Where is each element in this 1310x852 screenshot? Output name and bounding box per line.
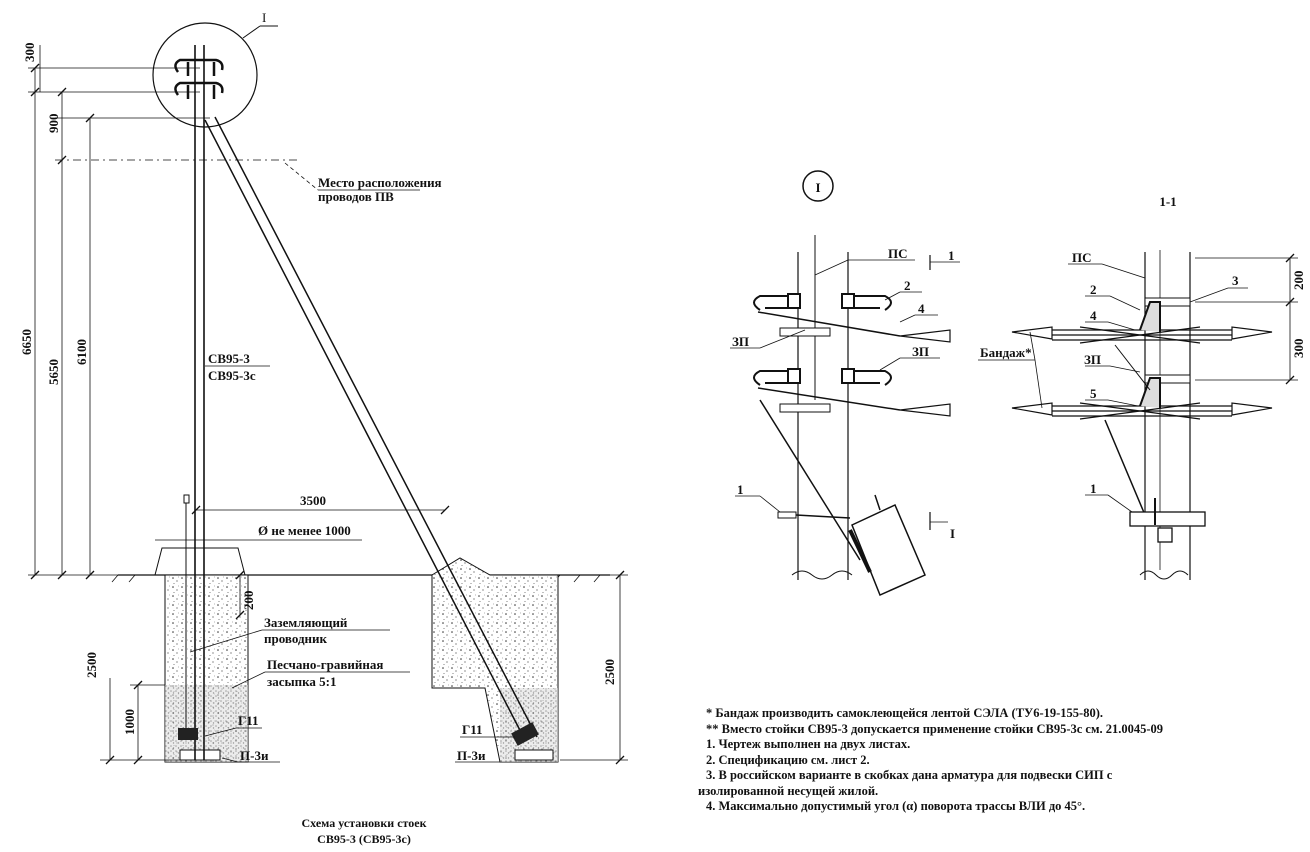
detail-n1: 1 [737,482,744,497]
section-dim-300: 300 [1291,339,1306,359]
dim-5650: 5650 [46,359,61,385]
note-alternative-pole: ** Вместо стойки СВ95-3 допускается прим… [706,721,1164,736]
installation-scheme: I [19,10,628,846]
section-dimension-lines [1195,257,1298,381]
ground-conductor-line2: проводник [264,631,328,646]
upper-wire-bundle [1011,301,1273,344]
caption-line1: Схема установки стоек [301,816,426,830]
dimension-ticks [30,63,625,765]
section-1-1: 1-1 [978,194,1306,580]
pole-label-line1: СВ95-3 [208,351,250,366]
g11-right: Г11 [462,722,483,737]
p3i-left: П-3и [240,748,269,763]
detail-zp-right: ЗП [912,344,929,359]
diameter-label: Ø не менее 1000 [258,523,351,538]
detail-ps: ПС [888,246,908,261]
node-callout-label: I [262,10,266,25]
detail-title: I [815,180,820,195]
note-4: 4. Максимально допустимый угол (α) повор… [706,799,1086,813]
note-2: 2. Спецификацию см. лист 2. [706,752,870,767]
upper-bracket [753,293,951,343]
wire-location-line1: Место расположения [318,175,442,190]
left-mound [154,547,246,576]
right-base-plate [514,749,554,761]
dim-2500-left: 2500 [84,652,99,678]
dim-2500-right: 2500 [602,659,617,685]
detail-node-I: I [730,170,960,597]
detail-n4: 4 [918,301,925,316]
section-title: 1-1 [1159,194,1176,209]
detail-cut-mark-bottom: I [950,526,955,541]
node-brackets [174,58,224,99]
note-3-cont: изолированной несущей жилой. [698,783,879,798]
section-dim-200: 200 [1291,271,1306,291]
ground-conductor-line1: Заземляющий [264,615,348,630]
notes-block: * Бандаж производить самоклеющейся ленто… [698,706,1306,815]
dim-6650: 6650 [19,329,34,355]
note-bandage: * Бандаж производить самоклеющейся ленто… [706,706,1103,720]
section-n2: 2 [1090,282,1097,297]
note-1: 1. Чертеж выполнен на двух листах. [706,737,911,751]
dim-3500: 3500 [300,493,326,508]
section-n1: 1 [1090,481,1097,496]
section-ps: ПС [1072,250,1092,265]
section-bandage: Бандаж* [980,345,1032,360]
backfill-line2: засыпка 5:1 [267,674,337,689]
dim-200: 200 [241,591,256,611]
dim-1000: 1000 [122,709,137,735]
lower-wire-bundle [1011,377,1273,420]
left-pit-gravel [165,685,248,762]
brace-foot [511,722,539,746]
conductor-clamp [183,494,190,504]
brace-left-edge [204,119,526,741]
section-n5: 5 [1090,386,1097,401]
pole-label-line2: СВ95-3с [208,368,256,383]
left-base-plate [179,749,221,761]
detail-cut-mark-top: 1 [948,248,955,263]
vertical-dimension-lines [28,45,628,761]
node-circle [152,22,258,128]
pole-foot [178,728,198,740]
brace-right-edge [214,116,538,738]
section-n4: 4 [1090,308,1097,323]
detail-title-circle [802,170,834,202]
wire-location-line2: проводов ПВ [318,189,394,204]
backfill-line1: Песчано-гравийная [267,657,383,672]
p3i-right: П-3и [457,748,486,763]
detail-zp-left: ЗП [732,334,749,349]
caption-line2: СВ95-3 (СВ95-3с) [317,832,411,846]
dim-6100: 6100 [74,339,89,365]
note-3: 3. В российском варианте в скобках дана … [706,768,1113,782]
g11-left: Г11 [238,713,259,728]
detail-n2: 2 [904,278,911,293]
section-zp: ЗП [1084,352,1101,367]
lower-bracket [753,368,951,417]
section-n3: 3 [1232,273,1239,288]
dim-300: 300 [22,43,37,63]
dim-900: 900 [46,114,61,134]
